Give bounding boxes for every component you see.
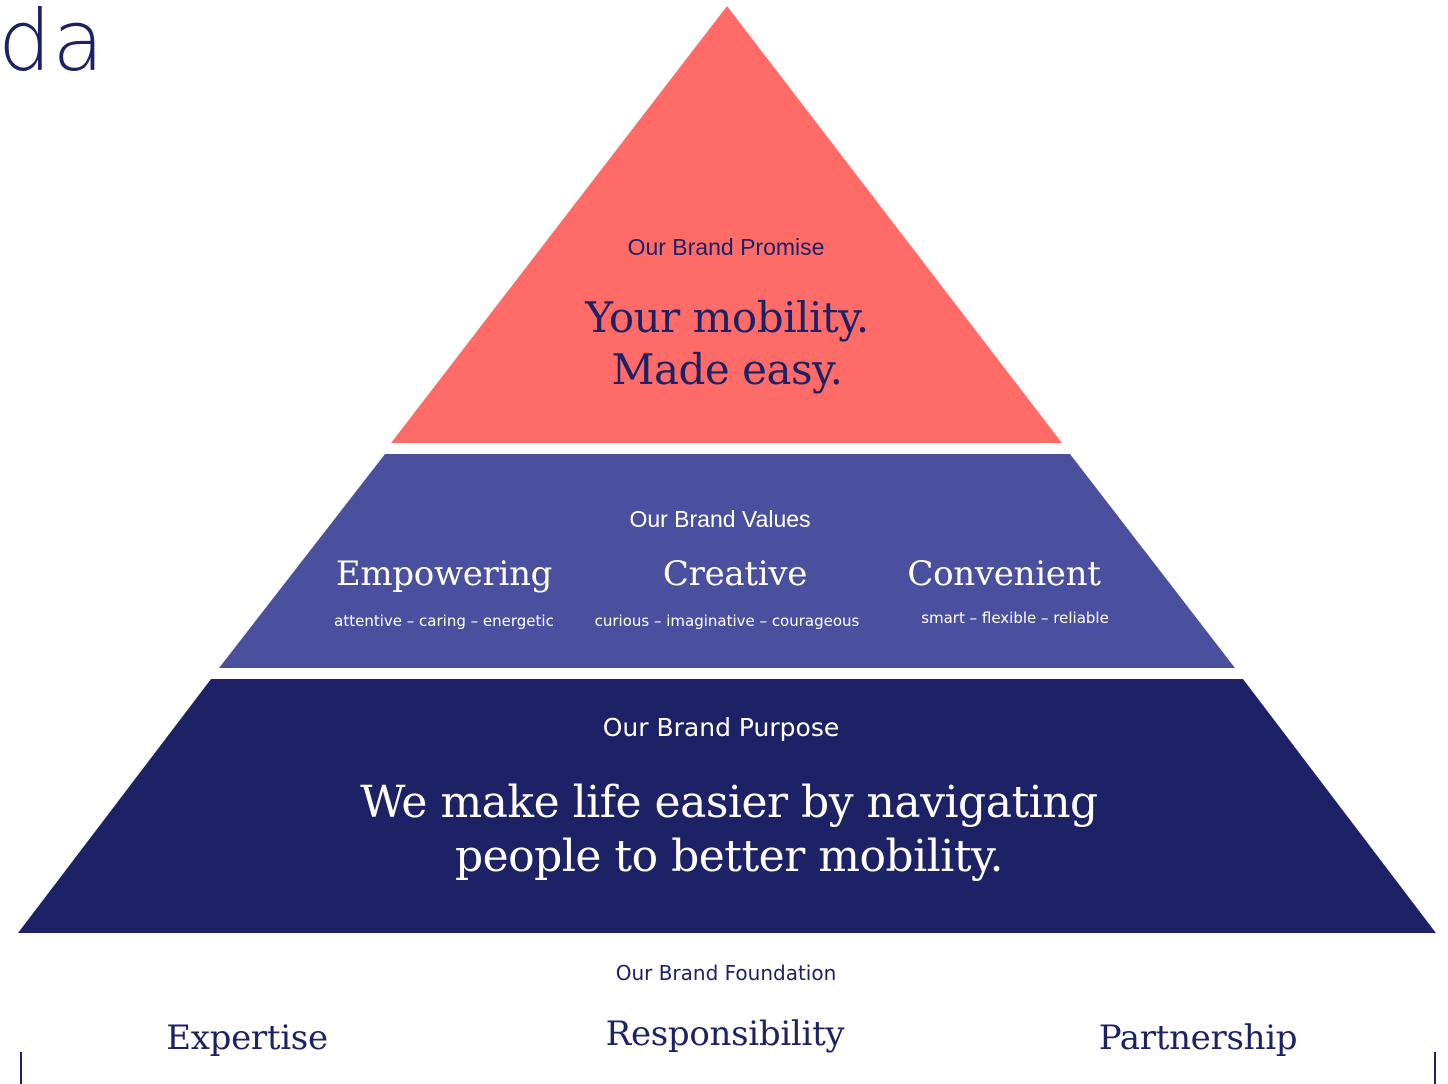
promise-tier [391, 6, 1062, 443]
brand-foundation-label: Our Brand Foundation [615, 961, 837, 985]
brand-purpose-line-1: We make life easier by navigating [360, 777, 1098, 828]
value-convenient-name: Convenient [907, 554, 1101, 594]
brand-promise-statement: Your mobility. Made easy. [585, 292, 869, 396]
purpose-tier [18, 679, 1436, 933]
value-empowering-name: Empowering [335, 554, 553, 594]
values-tier [219, 454, 1235, 668]
value-creative-desc: curious – imaginative – courageous [594, 612, 860, 630]
value-empowering-desc: attentive – caring – energetic [334, 612, 554, 630]
brand-promise-line-1: Your mobility. [585, 293, 869, 342]
value-convenient-desc: smart – flexible – reliable [921, 609, 1109, 627]
brand-purpose-label: Our Brand Purpose [602, 713, 840, 742]
logo-text: da [0, 0, 105, 90]
foundation-responsibility: Responsibility [605, 1014, 845, 1054]
brand-promise-label: Our Brand Promise [627, 234, 825, 260]
value-creative-name: Creative [662, 554, 808, 594]
foundation-expertise: Expertise [166, 1018, 328, 1058]
foundation-partnership: Partnership [1098, 1018, 1298, 1058]
brand-purpose-statement: We make life easier by navigating people… [360, 776, 1098, 884]
brand-values-label: Our Brand Values [629, 506, 811, 532]
brand-purpose-line-2: people to better mobility. [454, 831, 1004, 882]
brand-promise-line-2: Made easy. [611, 345, 843, 394]
